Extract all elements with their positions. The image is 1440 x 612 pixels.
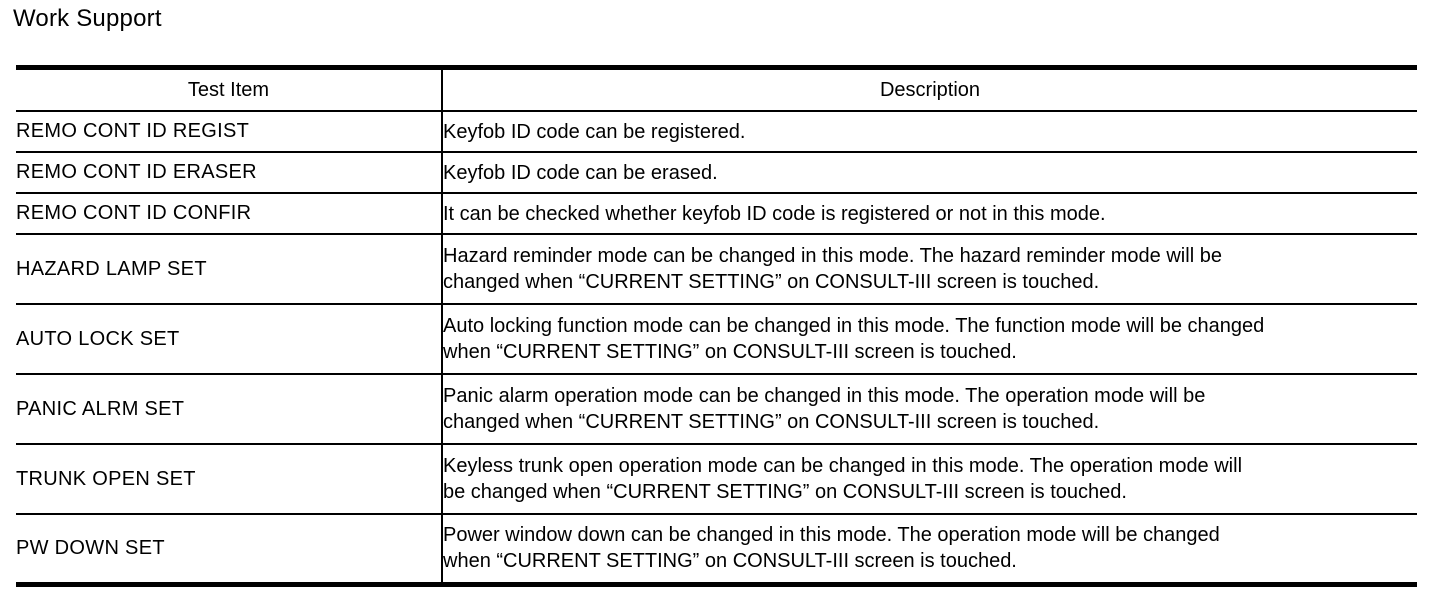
work-support-table: Test Item Description REMO CONT ID REGIS…: [16, 65, 1417, 587]
test-item-cell: REMO CONT ID ERASER: [16, 152, 443, 194]
table-row: HAZARD LAMP SET Hazard reminder mode can…: [16, 234, 1417, 305]
description-cell: Keyfob ID code can be registered.: [442, 111, 1417, 153]
table-row: REMO CONT ID ERASER Keyfob ID code can b…: [16, 152, 1417, 194]
table-row: REMO CONT ID CONFIR It can be checked wh…: [16, 193, 1417, 235]
description-cell: Power window down can be changed in this…: [442, 514, 1417, 585]
column-header-test-item: Test Item: [16, 67, 443, 112]
table-row: PW DOWN SET Power window down can be cha…: [16, 514, 1417, 585]
page-title: Work Support: [13, 5, 162, 32]
test-item-cell: REMO CONT ID CONFIR: [16, 193, 443, 235]
test-item-cell: PW DOWN SET: [16, 514, 443, 585]
table-header: Test Item Description: [16, 67, 1417, 112]
description-cell: Hazard reminder mode can be changed in t…: [442, 234, 1417, 305]
description-cell: Keyless trunk open operation mode can be…: [442, 444, 1417, 515]
description-cell: Auto locking function mode can be change…: [442, 304, 1417, 375]
description-cell: Keyfob ID code can be erased.: [442, 152, 1417, 194]
table-row: PANIC ALRM SET Panic alarm operation mod…: [16, 374, 1417, 445]
test-item-cell: HAZARD LAMP SET: [16, 234, 443, 305]
test-item-cell: AUTO LOCK SET: [16, 304, 443, 375]
column-header-description: Description: [442, 67, 1417, 112]
test-item-cell: TRUNK OPEN SET: [16, 444, 443, 515]
table-row: REMO CONT ID REGIST Keyfob ID code can b…: [16, 111, 1417, 153]
description-cell: Panic alarm operation mode can be change…: [442, 374, 1417, 445]
header-row: Test Item Description: [16, 67, 1417, 112]
table-body: REMO CONT ID REGIST Keyfob ID code can b…: [16, 111, 1417, 585]
table-row: AUTO LOCK SET Auto locking function mode…: [16, 304, 1417, 375]
test-item-cell: PANIC ALRM SET: [16, 374, 443, 445]
test-item-cell: REMO CONT ID REGIST: [16, 111, 443, 153]
description-cell: It can be checked whether keyfob ID code…: [442, 193, 1417, 235]
table-row: TRUNK OPEN SET Keyless trunk open operat…: [16, 444, 1417, 515]
